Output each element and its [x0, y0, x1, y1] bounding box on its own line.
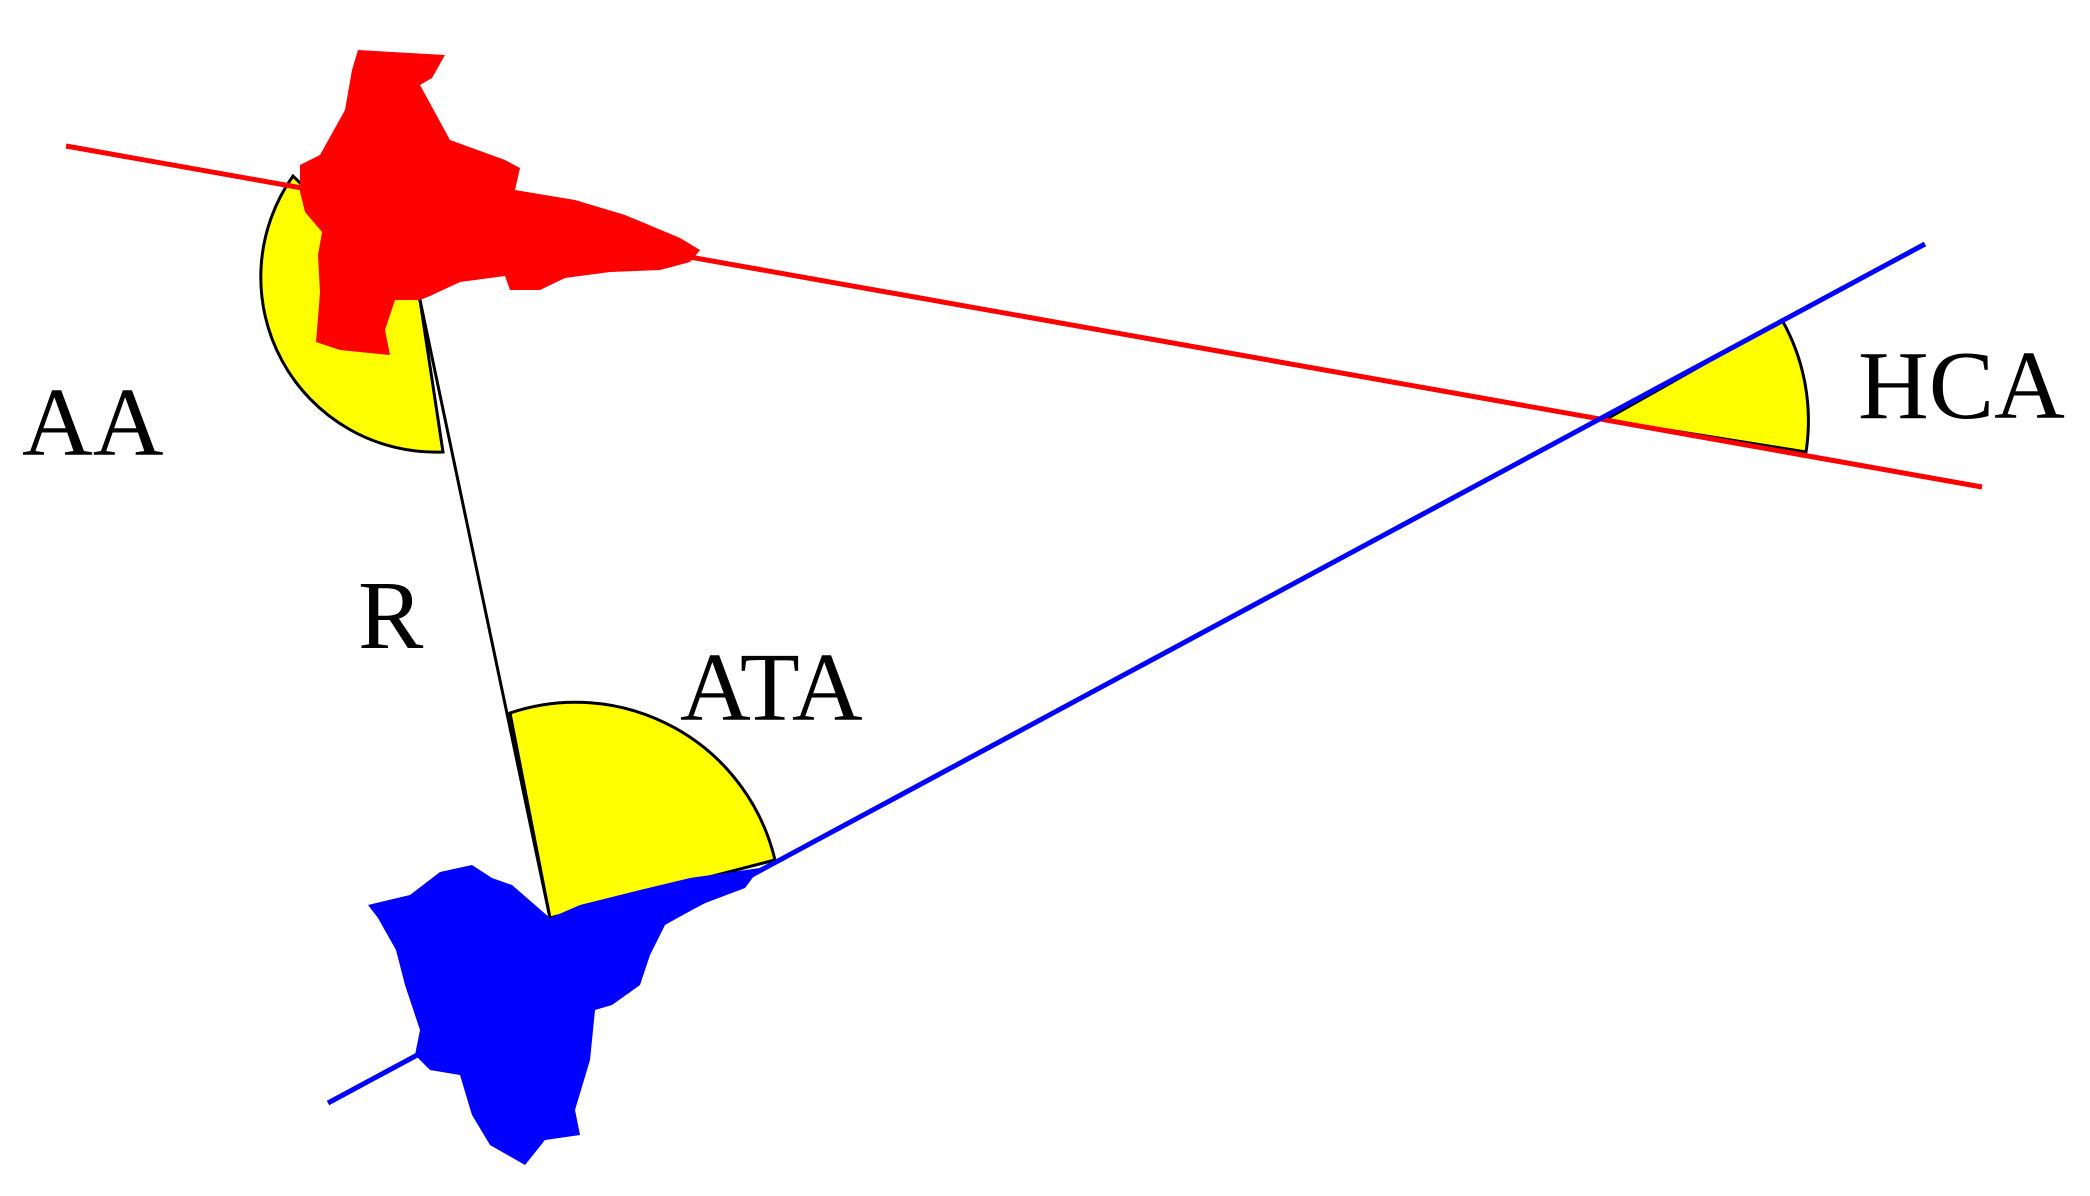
aa-label: AA: [22, 369, 164, 477]
r-label: R: [358, 562, 424, 670]
ata-angle-sector: [508, 700, 777, 920]
ata-label: ATA: [680, 634, 863, 742]
hca-angle-sector: [1600, 317, 1810, 454]
hca-label: HCA: [1858, 332, 2065, 440]
blue-fighter-jet-icon: [368, 865, 760, 1165]
range-line: [418, 299, 552, 919]
red-fighter-jet-icon: [300, 50, 700, 355]
